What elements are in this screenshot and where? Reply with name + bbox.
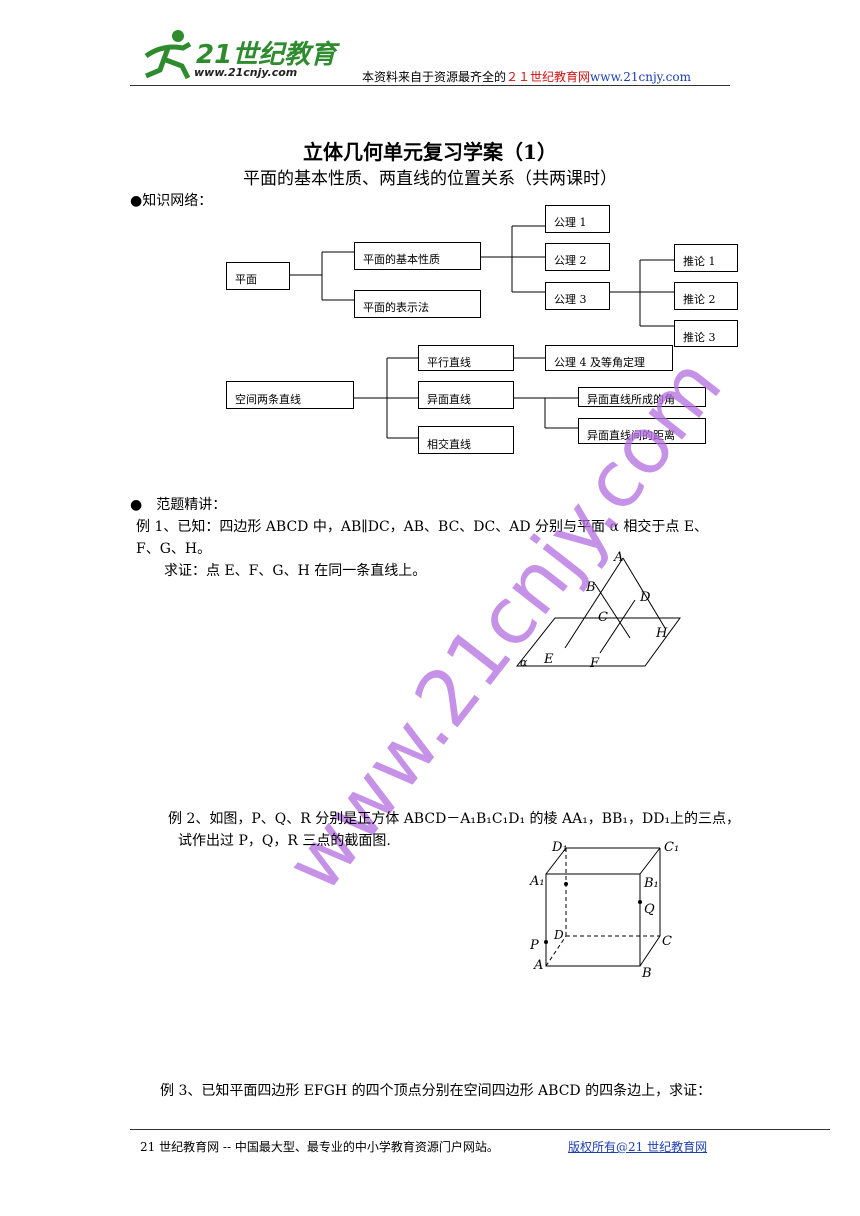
tree-node-intersect: 相交直线 [418, 426, 514, 454]
tree-node-corollary2: 推论 2 [674, 282, 738, 310]
fig2-label-B1: B₁ [644, 876, 659, 891]
fig1-label-E: E [544, 652, 554, 667]
fig2-label-C1: C₁ [664, 840, 680, 855]
fig1-label-alpha: α [520, 656, 528, 669]
tree-node-basic: 平面的基本性质 [354, 242, 481, 270]
fig1-label-F: F [590, 656, 600, 671]
knowledge-tree-connectors [290, 225, 674, 439]
tree-node-skew-angle: 异面直线所成的角 [578, 387, 706, 407]
figure-1-plane-quadrilateral [515, 557, 681, 667]
fig1-label-C: C [598, 610, 608, 625]
example2-line1: 例 2、如图，P、Q、R 分别是正方体 ABCD－A₁B₁C₁D₁ 的棱 AA₁… [168, 811, 741, 827]
fig2-label-P: P [530, 938, 539, 953]
header-site-name: ２１世纪教育网 [506, 70, 591, 84]
tree-node-corollary1: 推论 1 [674, 244, 738, 272]
fig2-label-A: A [534, 958, 544, 973]
fig2-label-D: D [554, 928, 564, 942]
example1-line1: 例 1、已知：四边形 ABCD 中，AB∥DC，AB、BC、DC、AD 分别与平… [136, 519, 709, 535]
logo-title: 21世纪教育 [196, 40, 337, 70]
examples-label: ● 范题精讲： [130, 497, 227, 513]
page-title: 立体几何单元复习学案（1） [303, 140, 557, 164]
example1-line3: 求证：点 E、F、G、H 在同一条直线上。 [164, 563, 427, 579]
header-source: 本资料来自于资源最齐全的２１世纪教育网www.21cnjy.com [362, 70, 691, 84]
tree-node-repr: 平面的表示法 [354, 290, 481, 318]
fig1-label-H: H [656, 626, 668, 641]
tree-node-space-lines: 空间两条直线 [226, 381, 354, 409]
fig2-label-Q: Q [644, 902, 655, 917]
footer-left: 21 世纪教育网 -- 中国最大型、最专业的中小学教育资源门户网站。 [140, 1140, 499, 1154]
fig1-label-D: D [640, 590, 651, 605]
logo-url: www.21cnjy.com [194, 66, 298, 79]
knowledge-network-label: ●知识网络： [130, 193, 213, 209]
tree-node-axiom4: 公理 4 及等角定理 [545, 345, 673, 371]
tree-node-axiom2: 公理 2 [545, 243, 610, 271]
runner-logo-icon [144, 30, 192, 80]
fig1-label-A: A [614, 550, 624, 565]
example2-line2: 试作出过 P，Q，R 三点的截面图. [178, 833, 391, 849]
tree-node-axiom1: 公理 1 [545, 205, 610, 233]
header-rule [130, 85, 730, 86]
tree-node-skew-distance: 异面直线间的距离 [578, 418, 706, 444]
fig2-label-C: C [662, 934, 672, 949]
example3-line1: 例 3、已知平面四边形 EFGH 的四个顶点分别在空间四边形 ABCD 的四条边… [160, 1083, 712, 1099]
tree-node-plane: 平面 [226, 262, 290, 290]
tree-node-corollary3: 推论 3 [674, 320, 738, 347]
fig2-label-B: B [642, 966, 652, 981]
fig2-label-D1: D₁ [552, 840, 568, 855]
page-subtitle: 平面的基本性质、两直线的位置关系（共两课时） [243, 169, 617, 189]
header-site-url[interactable]: www.21cnjy.com [590, 70, 691, 84]
site-logo: 21世纪教育 www.21cnjy.com [138, 26, 338, 86]
fig2-label-A1: A₁ [530, 874, 545, 889]
example1-line2: F、G、H。 [136, 541, 212, 557]
tree-node-parallel: 平行直线 [418, 345, 514, 371]
tree-node-axiom3: 公理 3 [545, 282, 610, 310]
figure-2-cube [544, 847, 661, 967]
footer-rule [130, 1129, 830, 1130]
footer-copyright-link[interactable]: 版权所有@21 世纪教育网 [568, 1140, 708, 1154]
tree-node-skew: 异面直线 [418, 381, 514, 409]
fig1-label-B: B [586, 580, 596, 595]
